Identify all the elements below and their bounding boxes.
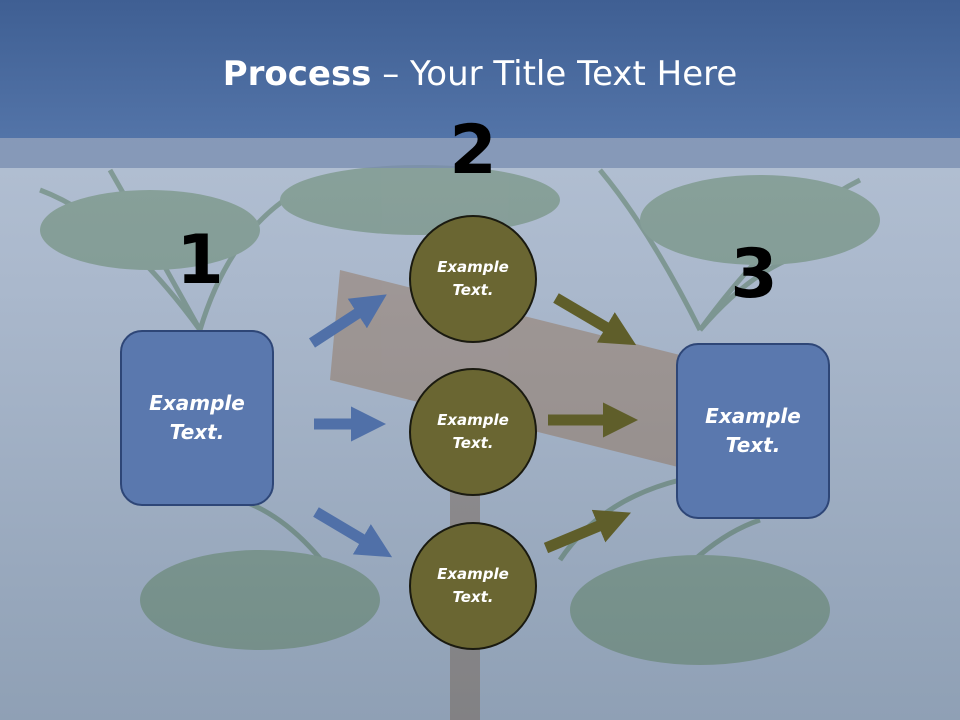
circle-middle-text: Example Text. xyxy=(437,411,509,452)
step-2-circle-top[interactable]: Example Text. xyxy=(409,215,537,343)
arrow-box1-to-circle-top xyxy=(308,294,387,348)
title-bar xyxy=(0,0,960,138)
step-3-box[interactable]: Example Text. xyxy=(676,343,830,519)
circle-bottom-text: Example Text. xyxy=(437,565,509,606)
step-1-box[interactable]: Example Text. xyxy=(120,330,274,506)
title-bold: Process xyxy=(222,54,372,94)
step-2-circle-bottom[interactable]: Example Text. xyxy=(409,522,537,650)
title-bar-band xyxy=(0,138,960,168)
title-rest: – Your Title Text Here xyxy=(371,54,738,94)
step-1-box-text: Example Text. xyxy=(149,391,245,444)
step-number-1: 1 xyxy=(176,221,224,300)
step-number-3: 3 xyxy=(730,235,778,314)
circle-top-text: Example Text. xyxy=(437,258,509,299)
step-2-circle-middle[interactable]: Example Text. xyxy=(409,368,537,496)
arrow-circle-top-to-box3 xyxy=(553,293,637,346)
step-number-2: 2 xyxy=(449,111,497,190)
arrow-circle-bottom-to-box3 xyxy=(543,509,631,554)
arrow-box1-to-circle-bottom xyxy=(313,507,393,558)
step-3-box-text: Example Text. xyxy=(705,404,801,457)
slide-title: Process – Your Title Text Here xyxy=(0,52,960,96)
